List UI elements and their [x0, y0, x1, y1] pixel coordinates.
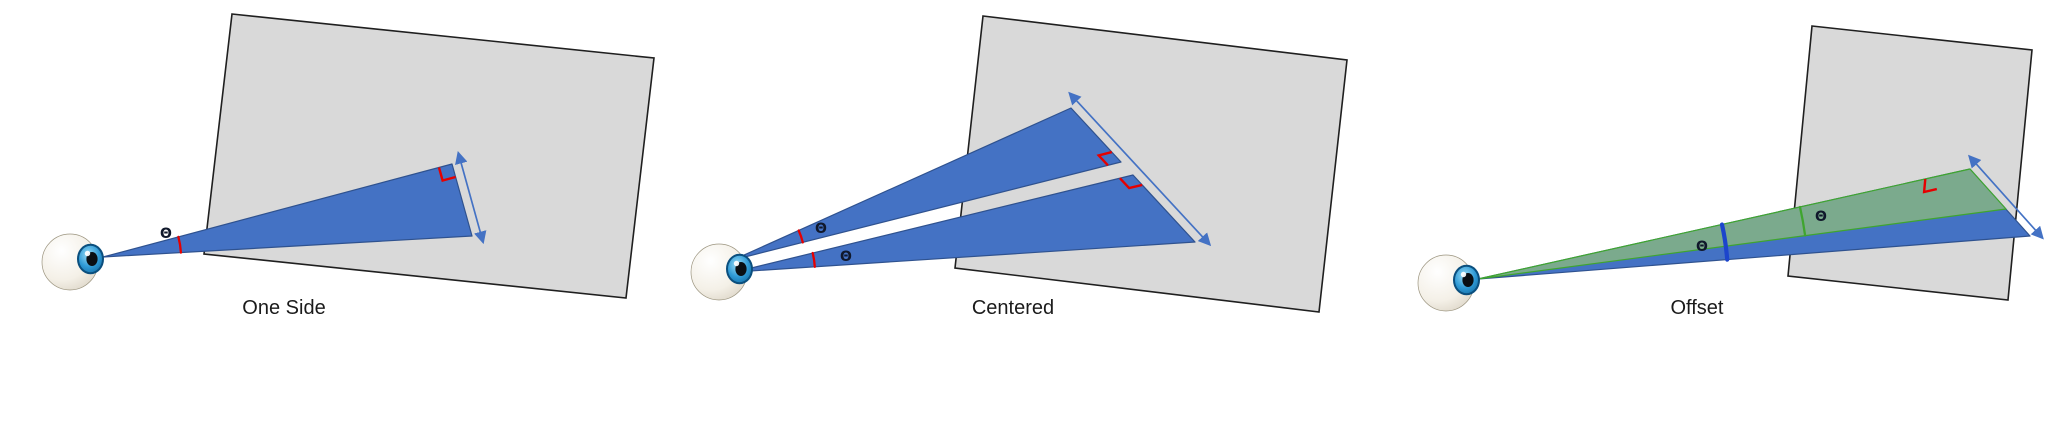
theta-arc: [177, 235, 183, 254]
panel-caption: One Side: [242, 297, 325, 319]
panel-offset: Θ Θ Offset: [1417, 25, 2044, 319]
lower-theta-label: Θ: [840, 249, 852, 265]
extent-arrow: [455, 151, 487, 245]
panel-centered: Θ Θ Centered: [690, 15, 1348, 319]
blue-theta-label: Θ: [1696, 239, 1708, 255]
green-theta-label: Θ: [1815, 209, 1827, 225]
lower-theta-arc: [811, 251, 816, 268]
panel-caption: Centered: [972, 297, 1054, 319]
panel-one-side: Θ One Side: [41, 13, 655, 319]
eye-icon: [690, 243, 753, 301]
blue-theta-arc: [1719, 222, 1730, 262]
right-angle-marker: [1922, 178, 1938, 194]
theta-label: Θ: [160, 226, 172, 242]
right-angle-marker: [437, 167, 456, 182]
upper-theta-label: Θ: [815, 221, 827, 237]
panel-caption: Offset: [1671, 297, 1724, 319]
projection-plane: [203, 13, 655, 299]
eye-icon: [1417, 254, 1480, 312]
eye-icon: [41, 233, 104, 291]
extent-arrow: [1068, 91, 1212, 247]
projection-plane: [1787, 25, 2033, 301]
extent-arrow: [1968, 154, 2044, 240]
green-theta-arc: [1798, 205, 1807, 237]
upper-theta-arc: [797, 229, 804, 244]
